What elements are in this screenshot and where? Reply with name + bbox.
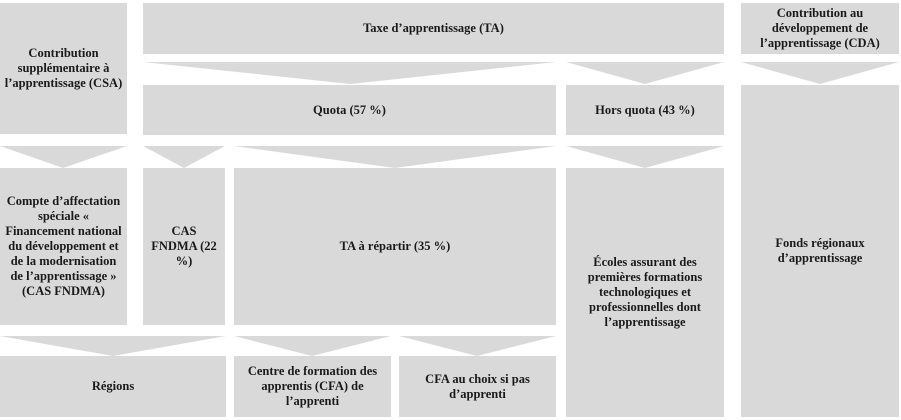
arrow-quota-to-ta [234,146,556,168]
box-cfa-apprenti: Centre de formation des apprentis (CFA) … [234,356,391,417]
box-ta-repartir: TA à répartir (35 %) [234,168,556,325]
box-regions: Régions [0,356,226,417]
box-quota: Quota (57 %) [143,85,556,135]
box-taxe-apprentissage: Taxe d’apprentissage (TA) [143,3,724,54]
box-cas-fndma-full: Compte d’affectation spéciale « Financem… [0,168,127,325]
arrow-csa-to-cas [0,146,127,168]
arrow-taxe-to-quota [143,62,556,84]
arrow-cda-to-fonds [741,62,899,84]
box-hors-quota: Hors quota (43 %) [566,85,724,135]
box-cas-fndma-22: CAS FNDMA (22 %) [143,168,225,325]
arrow-hors-quota-to-ecoles [566,146,724,168]
box-fonds-regionaux: Fonds régionaux d’apprentissage [741,85,899,417]
arrow-ta-to-cfa-choix [399,336,556,356]
arrow-ta-to-cfa [234,336,391,356]
box-cda: Contribution au développement de l’appre… [741,3,899,54]
arrow-taxe-to-hors-quota [566,62,724,84]
box-csa: Contribution supplémentaire à l’apprenti… [0,3,127,134]
arrow-cas-to-regions [0,336,226,356]
box-cfa-choix: CFA au choix si pas d’apprenti [399,356,556,417]
box-ecoles: Écoles assurant des premières formations… [566,168,724,417]
arrow-quota-to-cas22 [143,146,225,168]
